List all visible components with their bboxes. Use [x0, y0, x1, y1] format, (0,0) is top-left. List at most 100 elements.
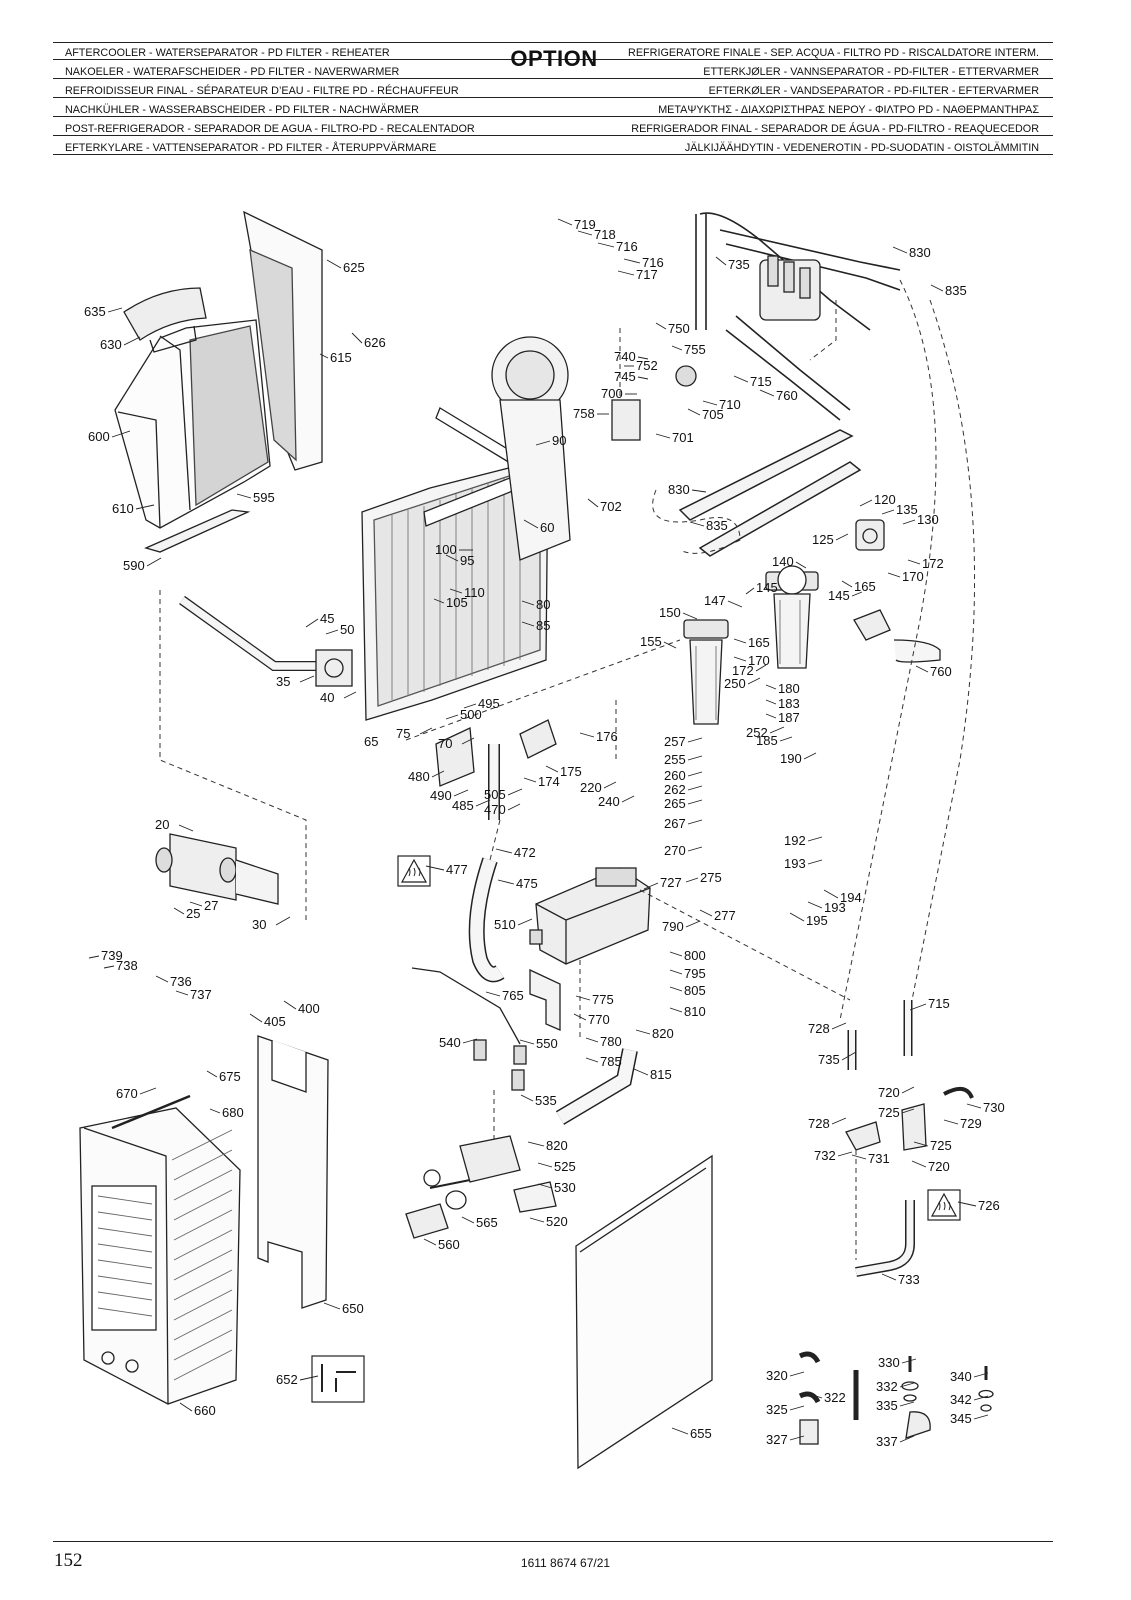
leader-line: [966, 1103, 982, 1109]
part-number: 680: [222, 1105, 244, 1120]
leader-line: [461, 1216, 475, 1224]
leader-line: [146, 557, 162, 567]
part-number: 835: [945, 283, 967, 298]
part-number: 719: [574, 217, 596, 232]
part-label-730: 730: [966, 1100, 1005, 1115]
part-number: 327: [766, 1432, 788, 1447]
part-number: 183: [778, 696, 800, 711]
part-label-170: 170: [887, 569, 924, 584]
part-label-760: 760: [759, 388, 798, 403]
leader-line: [475, 799, 491, 807]
part-number: 40: [320, 690, 334, 705]
part-label-145: 145: [745, 580, 778, 595]
rod-670: [111, 1094, 191, 1130]
part-number: 275: [700, 870, 722, 885]
part-number: 145: [756, 580, 778, 595]
part-number: 550: [536, 1036, 558, 1051]
leader-line: [901, 1108, 915, 1114]
part-number: 702: [600, 499, 622, 514]
part-label-337: 337: [876, 1434, 915, 1449]
part-number: 530: [554, 1180, 576, 1195]
part-label-45: 45: [305, 611, 334, 628]
part-label-220: 220: [580, 780, 617, 795]
part-number: 180: [778, 681, 800, 696]
part-number: 477: [446, 862, 468, 877]
bracket-630: [123, 287, 207, 353]
part-number: 835: [706, 518, 728, 533]
part-number: 805: [684, 983, 706, 998]
part-number: 500: [460, 707, 482, 722]
leader-line: [299, 675, 315, 683]
part-label-625: 625: [326, 259, 365, 275]
part-label-260: 260: [664, 768, 703, 783]
part-number: 735: [728, 257, 750, 272]
pipe-760: [725, 315, 851, 421]
leader-line: [789, 1371, 805, 1377]
part-number: 720: [928, 1159, 950, 1174]
part-label-740: 740: [614, 349, 649, 364]
leader-line: [535, 440, 551, 446]
part-number: 75: [396, 726, 410, 741]
flange-120: [855, 519, 885, 551]
part-label-725: 725: [913, 1138, 952, 1153]
part-label-480: 480: [408, 769, 445, 784]
leader-line: [463, 703, 477, 709]
part-label-30: 30: [252, 916, 291, 932]
panel-650: [257, 1035, 329, 1309]
leader-line: [617, 270, 635, 276]
part-number: 739: [101, 948, 123, 963]
part-number: 565: [476, 1215, 498, 1230]
part-label-630: 630: [100, 336, 141, 352]
part-number: 472: [514, 845, 536, 860]
label-plate-652-icon: [311, 1355, 365, 1403]
part-label-170: 170: [733, 653, 770, 668]
part-number: 590: [123, 558, 145, 573]
leader-line: [887, 572, 901, 578]
hose-835-830-mid: [678, 429, 862, 557]
part-label-795: 795: [669, 966, 706, 981]
plate-590: [144, 509, 251, 553]
part-label-495: 495: [463, 696, 500, 711]
leader-line: [521, 600, 535, 606]
leader-line: [326, 259, 342, 269]
leader-line: [809, 1393, 823, 1399]
part-label-820: 820: [635, 1026, 674, 1041]
part-number: 725: [930, 1138, 952, 1153]
part-number: 332: [876, 1379, 898, 1394]
manifold-lower: [459, 1135, 557, 1213]
leader-line: [907, 559, 921, 565]
hose-830: [719, 229, 901, 291]
part-number: 172: [732, 663, 754, 678]
part-number: 50: [340, 622, 354, 637]
part-number: 716: [616, 239, 638, 254]
part-label-540: 540: [439, 1035, 478, 1050]
part-number: 220: [580, 780, 602, 795]
leader-line: [107, 307, 123, 313]
leader-line: [687, 799, 703, 805]
part-number: 735: [818, 1052, 840, 1067]
part-number: 790: [662, 919, 684, 934]
part-label-590: 590: [123, 557, 162, 573]
leader-line: [111, 430, 131, 438]
leader-line: [930, 284, 944, 292]
cabinet-panel-660: [79, 1107, 241, 1405]
leader-line: [423, 1238, 437, 1246]
part-number: 172: [922, 556, 944, 571]
part-number: 525: [554, 1159, 576, 1174]
manifold-760: [853, 609, 941, 663]
part-number: 185: [756, 733, 778, 748]
bracket-765: [529, 968, 561, 1031]
part-number: 105: [446, 595, 468, 610]
part-label-70: 70: [438, 736, 475, 751]
part-label-40: 40: [320, 690, 357, 705]
leader-line: [545, 765, 559, 773]
part-label-650: 650: [323, 1301, 364, 1316]
part-label-25: 25: [173, 906, 200, 921]
part-number: 174: [538, 774, 560, 789]
part-label-635: 635: [84, 304, 123, 319]
part-number: 600: [88, 429, 110, 444]
part-label-505: 505: [484, 787, 523, 802]
door-panel-655: [575, 1154, 713, 1470]
leader-line: [461, 737, 475, 745]
